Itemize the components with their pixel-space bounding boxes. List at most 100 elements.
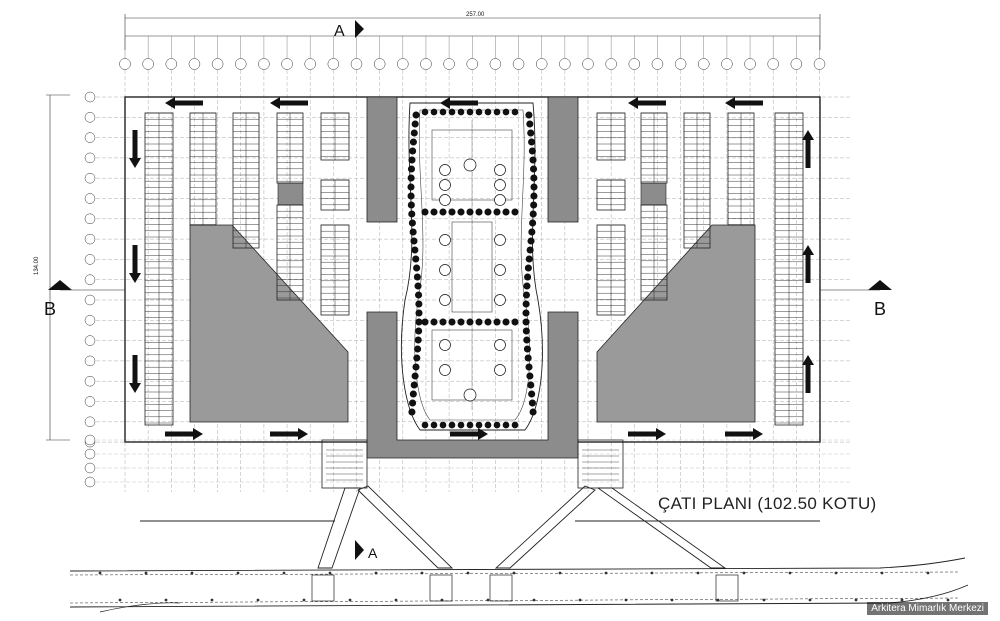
tree-icon <box>439 108 447 116</box>
direction-arrow-icon <box>628 97 666 109</box>
grid-bubble <box>489 58 502 70</box>
tree-icon <box>412 363 420 371</box>
grid-bubble <box>582 58 594 70</box>
tree-icon <box>511 208 519 216</box>
tree-icon <box>529 219 537 227</box>
tree-icon <box>523 345 531 353</box>
left-dimension <box>46 94 70 441</box>
direction-arrow-icon-group <box>129 97 814 440</box>
grid-bubble <box>119 58 131 70</box>
tree-icon <box>439 318 447 326</box>
tree-icon <box>448 318 456 326</box>
ramps <box>189 224 756 423</box>
pedestrian-bridge-truss <box>140 485 820 569</box>
grid-bubble <box>674 58 687 70</box>
tree-icon-group <box>407 108 538 429</box>
section-marker-icon <box>48 20 892 560</box>
tree-icon <box>407 201 415 209</box>
tree-icon <box>493 108 501 116</box>
tree-icon <box>528 138 536 146</box>
grid-bubble <box>84 213 96 225</box>
tree-icon <box>475 421 483 429</box>
tree-icon <box>412 255 420 263</box>
tree-icon <box>463 388 477 402</box>
parking-stall-column <box>596 179 626 211</box>
tree-icon <box>528 147 536 155</box>
tree-icon <box>530 183 538 191</box>
grid-bubble <box>813 58 826 70</box>
grid-bubble <box>767 58 779 70</box>
parking-stall-column <box>640 112 668 184</box>
direction-arrow-icon <box>270 97 308 109</box>
central-garden <box>366 96 579 459</box>
tree-icon <box>413 273 421 281</box>
tree-icon <box>408 219 416 227</box>
tree-icon <box>414 291 423 299</box>
direction-arrow-icon <box>129 355 141 393</box>
tree-icon <box>415 318 423 326</box>
parking-stall-column <box>144 112 174 426</box>
top-dimension <box>124 14 821 50</box>
grid-bubble <box>559 58 571 70</box>
tree-icon <box>439 234 451 246</box>
tree-icon <box>439 421 447 429</box>
direction-arrow-icon <box>450 428 488 440</box>
direction-arrow-icon <box>802 355 814 393</box>
watermark: Arkitera Mimarlık Merkezi <box>867 602 988 615</box>
tree-icon <box>529 165 538 173</box>
tree-icon <box>457 208 465 216</box>
tree-icon <box>466 108 474 116</box>
tree-icon <box>527 381 535 389</box>
tree-icon <box>475 208 483 216</box>
tree-icon <box>413 264 421 272</box>
direction-arrow-icon <box>802 245 814 283</box>
parking-stall-column <box>727 112 755 226</box>
tree-icon <box>439 194 451 206</box>
grid-bubble <box>188 58 201 70</box>
tree-icon <box>407 165 416 173</box>
stair-icon <box>321 439 624 489</box>
grid-bubble <box>443 58 455 70</box>
tree-icon <box>522 318 530 326</box>
tree-icon <box>524 273 532 281</box>
tree-icon <box>448 421 456 429</box>
tree-icon <box>409 399 417 407</box>
tree-icon <box>421 421 429 429</box>
grid-bubble <box>84 355 96 367</box>
road-plan <box>69 557 969 613</box>
tree-icon <box>530 174 538 182</box>
tree-icon <box>524 264 532 272</box>
grid-bubble <box>84 233 96 245</box>
tree-icon <box>527 237 535 245</box>
tree-icon <box>430 421 438 429</box>
section-b-right-label: B <box>874 299 886 319</box>
tree-icon <box>528 399 536 407</box>
grid-bubble <box>142 58 154 70</box>
grid-bubble <box>84 193 96 204</box>
tree-icon <box>494 179 506 191</box>
grid-bubble <box>84 132 96 143</box>
tree-icon <box>430 208 438 216</box>
tree-icon <box>502 108 510 116</box>
tree-icon <box>502 421 510 429</box>
grid-bubble <box>327 58 340 70</box>
grid-bubble <box>744 58 756 70</box>
parking-stall-column <box>683 112 711 249</box>
tree-icon <box>511 318 519 326</box>
tree-icon <box>439 294 451 306</box>
tree-icon <box>407 174 415 182</box>
grid-bubble <box>84 396 96 407</box>
tree-icon <box>407 183 415 191</box>
grid-bubble <box>304 58 316 70</box>
tree-icon <box>502 318 510 326</box>
tree-icon <box>411 372 419 380</box>
tree-icon <box>466 208 474 216</box>
direction-arrow-icon <box>129 245 141 283</box>
tree-icon <box>411 246 419 254</box>
grid-bubble <box>84 448 96 460</box>
grid-bubble <box>651 58 664 70</box>
tree-icon <box>494 364 506 376</box>
tree-icon <box>409 147 417 155</box>
tree-icon <box>530 192 538 200</box>
